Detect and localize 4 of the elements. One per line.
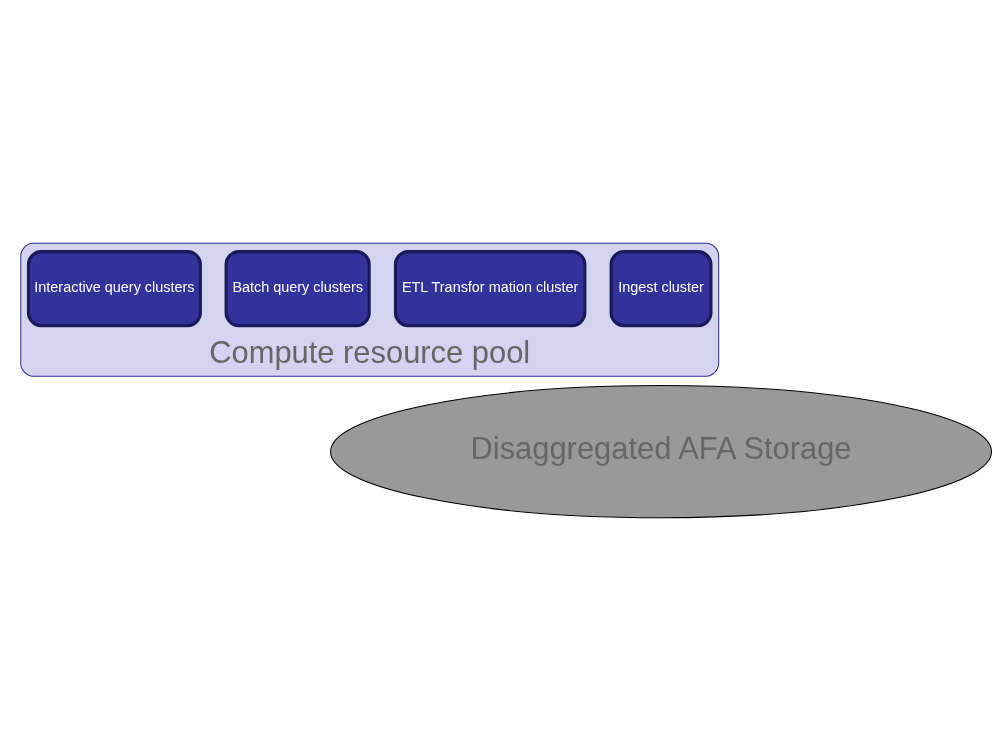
node-box: Batch query clusters	[224, 249, 371, 327]
node-box: ETL Transfor mation cluster	[393, 249, 587, 327]
node-box: Ingest cluster	[609, 249, 713, 327]
node-box: Interactive query clusters	[26, 249, 202, 327]
